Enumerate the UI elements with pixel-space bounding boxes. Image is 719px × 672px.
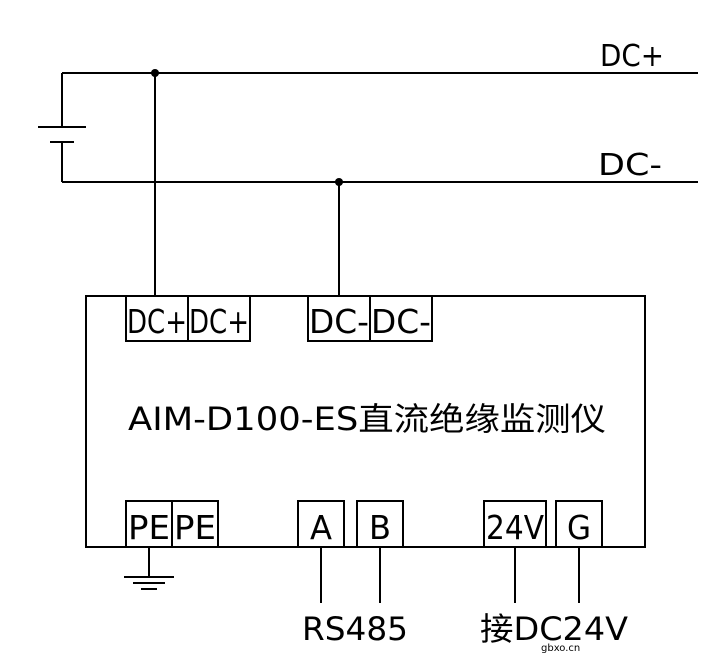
terminal-label-pe-1: PE: [128, 508, 170, 547]
rs485-label: RS485: [302, 610, 408, 648]
terminal-label-dc-neg-1: DC-: [309, 302, 369, 341]
terminal-label-dc-pos-1: DC+: [127, 302, 187, 341]
dc-negative-junction-dot: [335, 178, 343, 186]
terminal-label-24v: 24V: [486, 508, 544, 547]
terminal-label-pe-2: PE: [174, 508, 216, 547]
watermark-text: gbxo.cn: [541, 643, 580, 654]
terminal-box-dc-pos-2: [187, 295, 251, 342]
dc-positive-bus-label: DC+: [600, 39, 664, 74]
device-title: AIM-D100-ES直流绝缘监测仪: [128, 400, 606, 438]
terminal-label-b: B: [369, 508, 391, 547]
dc-negative-bus-label: DC-: [598, 148, 662, 183]
terminal-label-dc-neg-2: DC-: [371, 302, 431, 341]
terminal-label-g: G: [567, 508, 591, 547]
terminal-label-a: A: [310, 508, 332, 547]
power-supply-label: 接DC24V: [480, 610, 628, 648]
terminal-box-dc-neg-2: [369, 295, 433, 342]
terminal-label-dc-pos-2: DC+: [189, 302, 249, 341]
terminal-box-pe-2: [171, 500, 219, 548]
dc-positive-junction-dot: [151, 69, 159, 77]
